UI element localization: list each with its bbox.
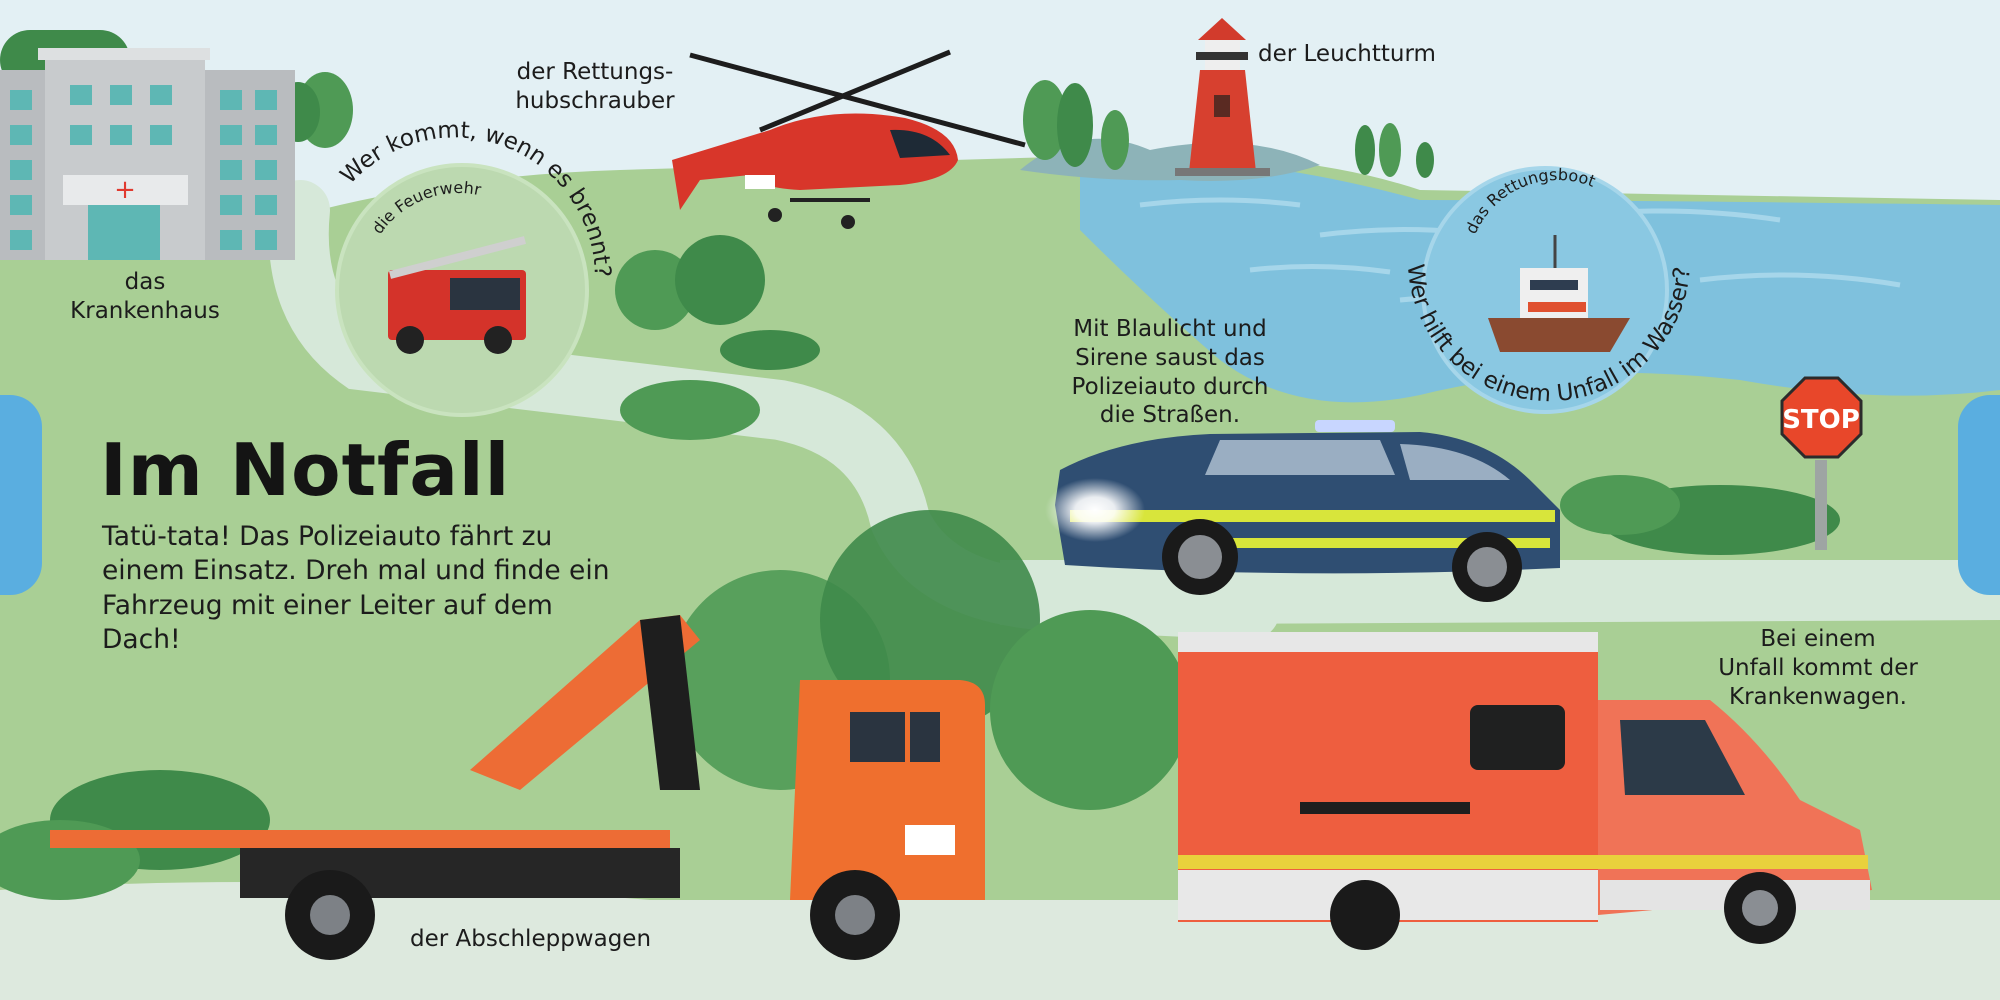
fire-wheel[interactable]: [335, 163, 589, 417]
ambulance-label-line2: Unfall kommt der: [1718, 654, 1918, 681]
rescue-boat-illustration: [1488, 235, 1630, 352]
police-car-illustration: [1045, 420, 1560, 602]
ambulance-illustration: [1178, 632, 1872, 950]
helicopter-label-line1: der Rettungs-: [516, 59, 674, 85]
stop-sign-label: STOP: [1782, 405, 1860, 435]
helicopter-label-line2: hubschrauber: [515, 87, 675, 114]
tow-truck-illustration: [50, 615, 985, 960]
hospital-illustration: +: [0, 48, 295, 260]
police-label-line1: Mit Blaulicht und: [1073, 316, 1267, 342]
hospital-label: das Krankenhaus: [50, 268, 240, 326]
hospital-label-line1: das: [124, 269, 166, 295]
rescue-helicopter-illustration: [672, 49, 1026, 229]
stop-sign: [1780, 376, 1863, 550]
ambulance-label-line1: Bei einem: [1760, 626, 1876, 652]
boat-wheel[interactable]: [1421, 166, 1669, 414]
lighthouse-illustration: [1175, 18, 1270, 176]
helicopter-label: der Rettungs- hubschrauber: [490, 58, 700, 116]
lighthouse-label: der Leuchtturm: [1258, 41, 1436, 67]
svg-text:+: +: [114, 175, 136, 205]
fire-truck-illustration: [388, 236, 527, 354]
right-wheel-tab[interactable]: [1958, 395, 2000, 595]
ambulance-label: Bei einem Unfall kommt der Krankenwagen.: [1698, 625, 1938, 711]
ambulance-label-line3: Krankenwagen.: [1729, 683, 1907, 710]
police-label-line4: die Straßen.: [1099, 402, 1241, 429]
police-label: Mit Blaulicht und Sirene saust das Poliz…: [1045, 315, 1295, 430]
water-waves: [1139, 197, 1901, 308]
police-label-line2: Sirene saust das: [1075, 344, 1265, 371]
page-title: Im Notfall: [100, 428, 511, 512]
intro-text: Tatü-tata! Das Polizeiauto fährt zu eine…: [102, 521, 610, 656]
police-label-line3: Polizeiauto durch: [1071, 373, 1269, 400]
hospital-label-line2: Krankenhaus: [70, 297, 220, 324]
left-wheel-tab[interactable]: [0, 395, 42, 595]
tow-truck-label: der Abschleppwagen: [410, 926, 652, 952]
